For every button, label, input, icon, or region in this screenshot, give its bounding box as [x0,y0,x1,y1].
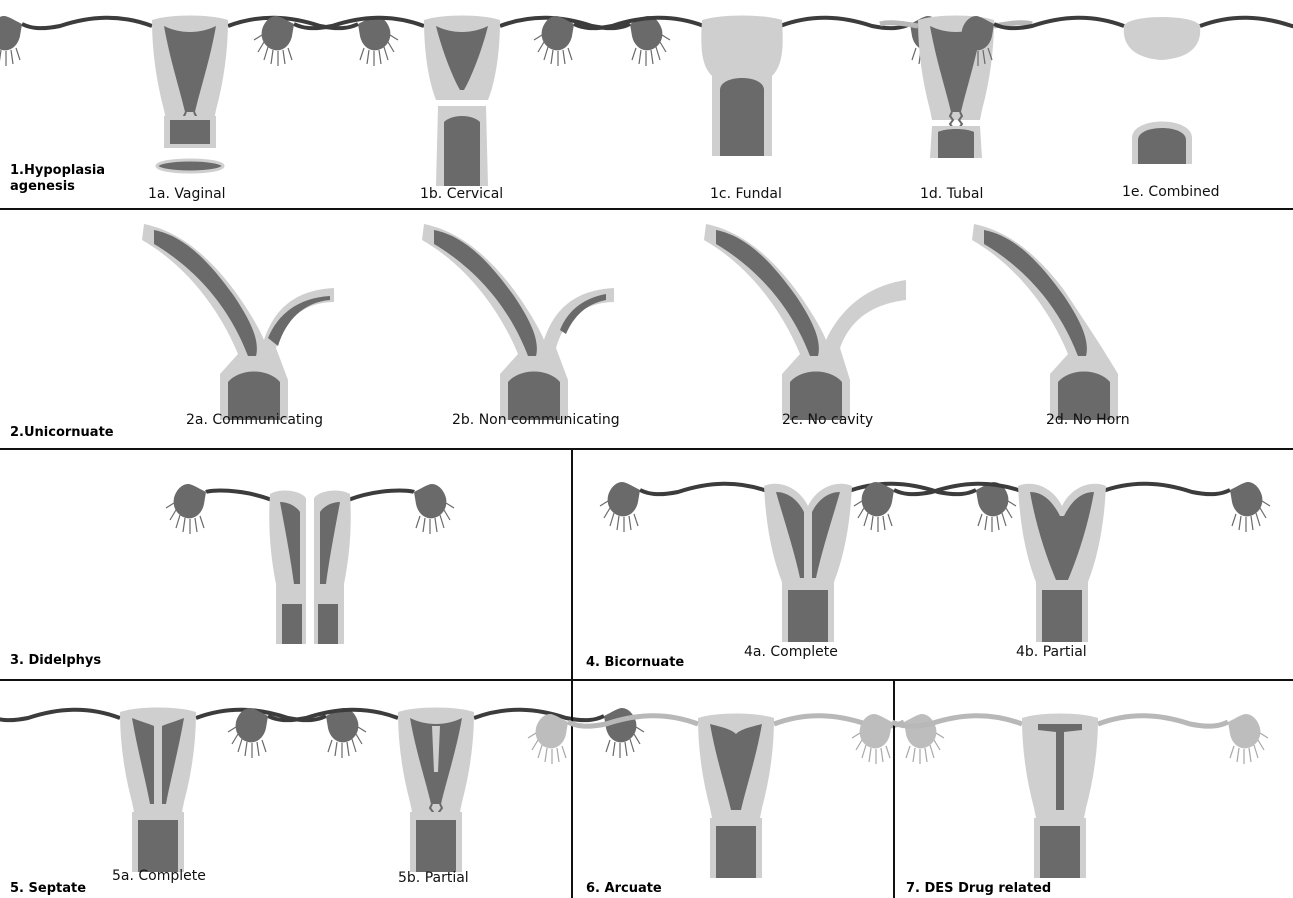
diagram-1b-cervical [254,16,670,187]
diagram-5a-complete [0,708,366,873]
label-5b: 5b. Partial [398,870,469,886]
label-2d: 2d. No Horn [1046,412,1130,428]
label-1d: 1d. Tubal [920,186,983,202]
section-4-title: 4. Bicornuate [586,655,684,670]
diagram-1c-fundal [534,16,950,157]
diagram-2c-no-cavity [704,224,906,420]
diagram-2a-communicating [142,224,334,420]
section-3-title: 3. Didelphys [10,653,101,668]
section-4-bicornuate: 4. Bicornuate 4a. Complete 4b. Partial [586,482,1270,670]
label-2c: 2c. No cavity [782,412,873,428]
section-2-title: 2.Unicornuate [10,425,114,440]
diagram-3-didelphys [166,484,454,644]
diagram-2d-no-horn [972,224,1118,420]
label-1a: 1a. Vaginal [148,186,226,202]
label-1b: 1b. Cervical [420,186,503,202]
section-6-title: 6. Arcuate [586,881,662,896]
label-1c: 1c. Fundal [710,186,782,202]
label-4a: 4a. Complete [744,644,838,660]
label-4b: 4b. Partial [1016,644,1087,660]
label-2a: 2a. Communicating [186,412,323,428]
diagram-2b-non-communicating [422,224,614,420]
section-1-title-line1: 1.Hypoplasia [10,163,105,178]
section-3-didelphys: 3. Didelphys [10,484,454,668]
diagram-1d-tubal [880,16,1032,159]
label-1e: 1e. Combined [1122,184,1220,200]
section-1-title-line2: agenesis [10,179,75,194]
diagram-1a-vaginal [0,16,398,173]
diagram-4a-complete [600,482,1016,642]
label-2b: 2b. Non communicating [452,412,620,428]
section-7-title: 7. DES Drug related [906,881,1051,896]
diagram-5b-partial [228,708,644,873]
section-1-hypoplasia: 1.Hypoplasia agenesis 1a. Vaginal 1b. Ce… [0,16,1293,203]
label-5a: 5a. Complete [112,868,206,884]
section-2-unicornuate: 2.Unicornuate 2a. Communicating 2b. Non … [10,224,1130,440]
diagram-4b-partial [854,482,1270,642]
diagram-1e-combined [954,16,1293,164]
section-5-title: 5. Septate [10,881,86,896]
